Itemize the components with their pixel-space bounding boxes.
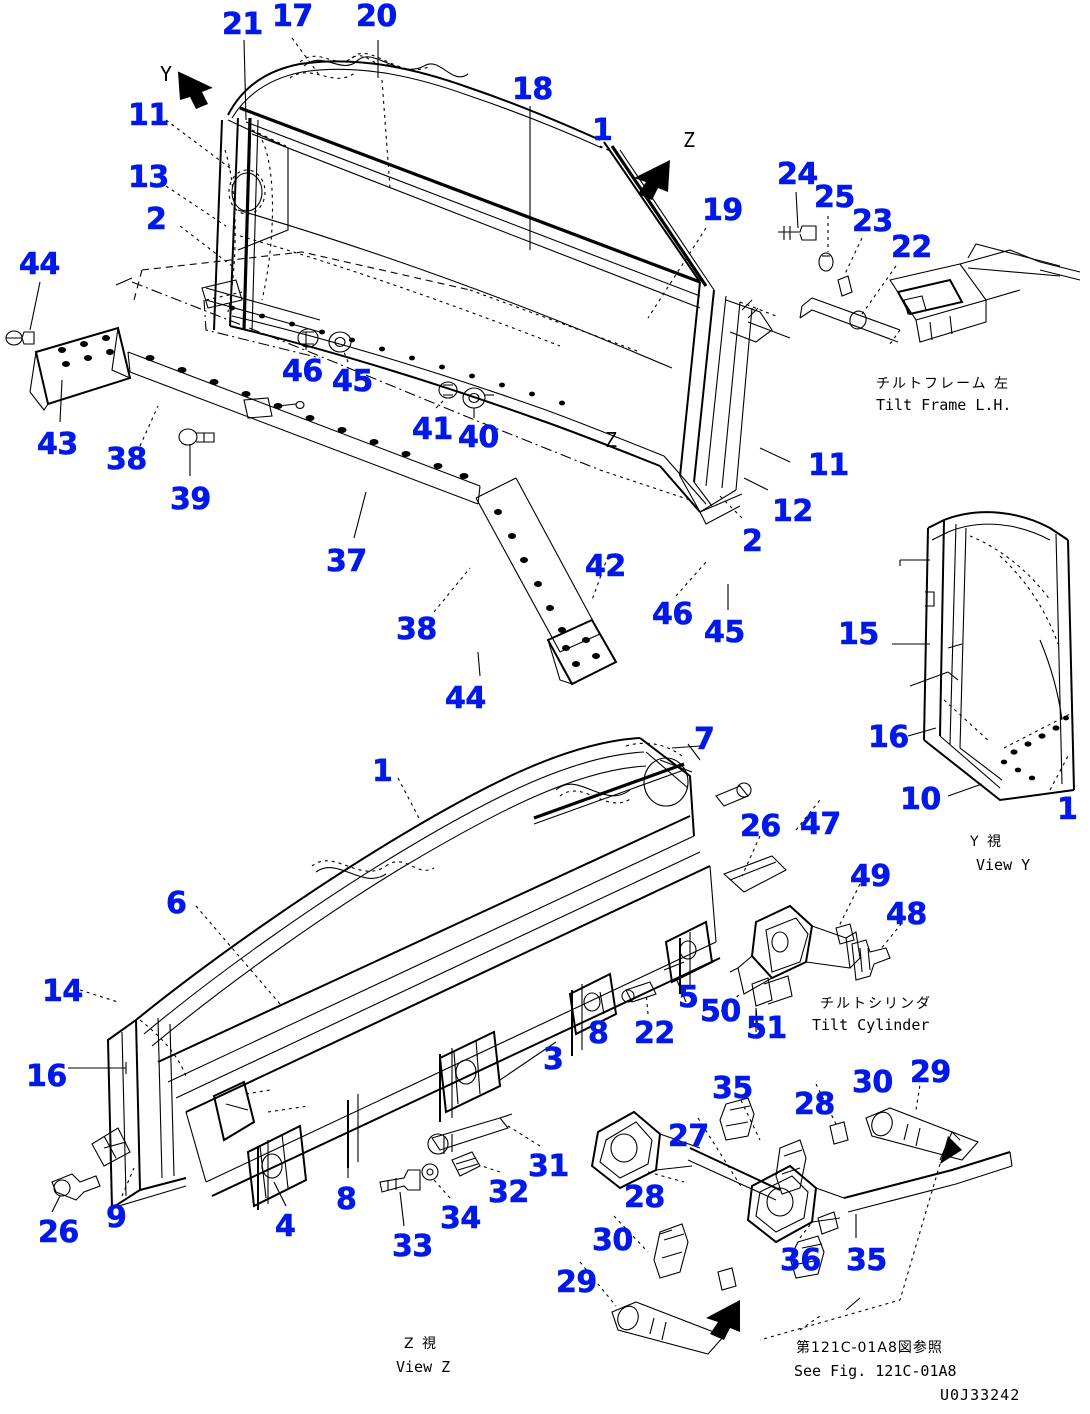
callout-number-30: 30 — [852, 1065, 894, 1100]
callout-number-22: 22 — [634, 1016, 676, 1051]
callout-number-2: 2 — [742, 524, 763, 559]
callout-number-8: 8 — [588, 1016, 609, 1051]
callout-number-8: 8 — [336, 1182, 357, 1217]
callout-number-13: 13 — [128, 160, 170, 195]
callout-number-35: 35 — [846, 1243, 888, 1278]
callout-number-25: 25 — [814, 180, 856, 215]
view-marker-z-1: Z — [683, 128, 696, 152]
callout-number-26: 26 — [740, 809, 782, 844]
callout-number-20: 20 — [356, 0, 398, 34]
callout-number-32: 32 — [488, 1175, 530, 1210]
callout-number-46: 46 — [282, 354, 324, 389]
view-z-label-jp: Z 視 — [404, 1336, 439, 1352]
callout-number-49: 49 — [850, 859, 892, 894]
callout-number-3: 3 — [543, 1042, 564, 1077]
callout-number-15: 15 — [838, 617, 880, 652]
callout-number-37: 37 — [326, 544, 368, 579]
callout-number-26: 26 — [38, 1215, 80, 1250]
callout-number-1: 1 — [592, 113, 613, 148]
callout-number-2: 2 — [146, 202, 167, 237]
callout-number-31: 31 — [528, 1149, 570, 1184]
see-fig-label-en: See Fig. 121C-01A8 — [794, 1362, 957, 1380]
callout-number-46: 46 — [652, 597, 694, 632]
callout-number-44: 44 — [19, 247, 61, 282]
callout-number-23: 23 — [852, 204, 894, 239]
callout-number-45: 45 — [704, 615, 746, 650]
callout-number-35: 35 — [712, 1071, 754, 1106]
callout-number-16: 16 — [868, 720, 910, 755]
callout-number-29: 29 — [556, 1265, 598, 1300]
callout-number-17: 17 — [272, 0, 314, 34]
callout-number-28: 28 — [624, 1180, 666, 1215]
callout-number-36: 36 — [780, 1243, 822, 1278]
view-y-label-jp: Y 視 — [970, 834, 1004, 850]
callout-number-29: 29 — [910, 1055, 952, 1090]
callout-number-34: 34 — [440, 1201, 482, 1236]
drawing-number: U0J33242 — [940, 1386, 1021, 1404]
callout-number-43: 43 — [37, 427, 79, 462]
callout-number-27: 27 — [668, 1119, 710, 1154]
callout-number-1: 1 — [372, 754, 393, 789]
callout-number-6: 6 — [166, 886, 187, 921]
callout-number-9: 9 — [106, 1200, 127, 1235]
callout-number-10: 10 — [900, 782, 942, 817]
view-marker-y-0: Y — [160, 62, 173, 86]
tilt-frame-lh-label-en: Tilt Frame L.H. — [876, 396, 1012, 414]
callout-number-18: 18 — [512, 72, 554, 107]
callout-number-38: 38 — [106, 442, 148, 477]
callout-number-41: 41 — [412, 412, 454, 447]
callout-number-38: 38 — [396, 612, 438, 647]
view-y-label-en: View Y — [976, 856, 1031, 874]
callout-number-50: 50 — [700, 994, 742, 1029]
callout-number-21: 21 — [222, 7, 264, 42]
callout-number-24: 24 — [777, 157, 819, 192]
callout-number-11: 11 — [808, 448, 850, 483]
callout-number-51: 51 — [746, 1011, 788, 1046]
callout-number-30: 30 — [592, 1223, 634, 1258]
tilt-frame-lh-label-jp: チルトフレーム 左 — [876, 376, 1011, 392]
callout-number-19: 19 — [702, 193, 744, 228]
callout-number-28: 28 — [794, 1087, 836, 1122]
callout-number-4: 4 — [275, 1209, 296, 1244]
callout-number-1: 1 — [1057, 792, 1078, 827]
callout-number-44: 44 — [445, 681, 487, 716]
callout-number-40: 40 — [458, 420, 500, 455]
view-marker-z-2: Z — [605, 428, 618, 452]
callout-number-16: 16 — [26, 1059, 68, 1094]
callout-number-48: 48 — [886, 897, 928, 932]
callout-number-42: 42 — [585, 549, 627, 584]
callout-number-33: 33 — [392, 1229, 434, 1264]
callout-number-7: 7 — [694, 722, 715, 757]
tilt-cylinder-label-jp: チルトシリンダ — [820, 996, 932, 1012]
callout-number-14: 14 — [42, 974, 84, 1009]
callout-number-45: 45 — [332, 364, 374, 399]
callout-number-39: 39 — [170, 482, 212, 517]
callout-number-12: 12 — [772, 494, 814, 529]
tilt-cylinder-label-en: Tilt Cylinder — [812, 1016, 930, 1034]
callout-number-11: 11 — [128, 98, 170, 133]
view-z-label-en: View Z — [396, 1358, 451, 1376]
see-fig-label-jp: 第121C-01A8図参照 — [796, 1340, 943, 1356]
callout-number-47: 47 — [800, 807, 842, 842]
callout-number-5: 5 — [678, 980, 699, 1015]
callout-number-22: 22 — [891, 230, 933, 265]
